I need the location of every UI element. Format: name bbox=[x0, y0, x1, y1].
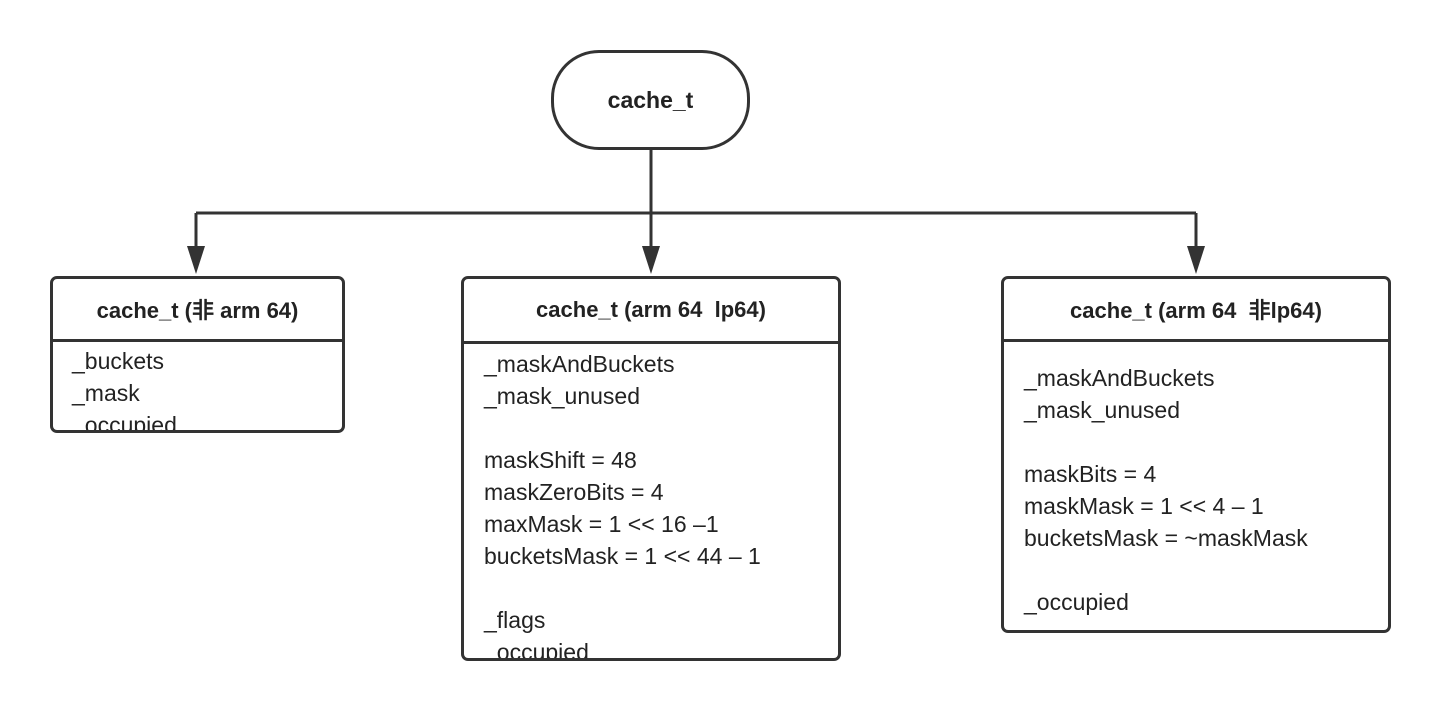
arrowhead-node-b bbox=[642, 246, 660, 274]
arrowhead-node-c bbox=[1187, 246, 1205, 274]
root-node: cache_t bbox=[551, 50, 750, 150]
field-flags: _flags bbox=[484, 607, 546, 633]
node-arm64-non-lp64-fields: _maskAndBuckets _mask_unused maskBits = … bbox=[1004, 342, 1388, 618]
field-occupied: _occupied bbox=[72, 412, 177, 433]
node-non-arm64-title: cache_t (非 arm 64) bbox=[53, 279, 342, 342]
field-mask-zero-bits: maskZeroBits = 4 bbox=[484, 479, 664, 505]
field-occupied: _occupied bbox=[1024, 589, 1129, 615]
node-non-arm64-fields: _buckets _mask _occupied bbox=[53, 342, 342, 433]
field-buckets-mask: bucketsMask = ~maskMask bbox=[1024, 525, 1308, 551]
node-arm64-non-lp64-title: cache_t (arm 64 非lp64) bbox=[1004, 279, 1388, 342]
field-occupied: _occupied bbox=[484, 639, 589, 661]
root-node-label: cache_t bbox=[607, 86, 694, 113]
field-spacer bbox=[484, 572, 838, 604]
field-mask: _mask bbox=[72, 380, 140, 406]
node-arm64-lp64-fields: _maskAndBuckets _mask_unused maskShift =… bbox=[464, 344, 838, 661]
field-mask-bits: maskBits = 4 bbox=[1024, 461, 1157, 487]
field-mask-mask: maskMask = 1 << 4 – 1 bbox=[1024, 493, 1264, 519]
field-spacer bbox=[484, 412, 838, 444]
node-arm64-non-lp64: cache_t (arm 64 非lp64) _maskAndBuckets _… bbox=[1001, 276, 1391, 633]
field-mask-and-buckets: _maskAndBuckets bbox=[484, 351, 675, 377]
field-mask-unused: _mask_unused bbox=[484, 383, 640, 409]
field-spacer bbox=[1024, 554, 1388, 586]
node-arm64-lp64: cache_t (arm 64 lp64) _maskAndBuckets _m… bbox=[461, 276, 841, 661]
arrowhead-node-a bbox=[187, 246, 205, 274]
field-mask-unused: _mask_unused bbox=[1024, 397, 1180, 423]
node-non-arm64: cache_t (非 arm 64) _buckets _mask _occup… bbox=[50, 276, 345, 433]
field-mask-shift: maskShift = 48 bbox=[484, 447, 637, 473]
node-arm64-lp64-title: cache_t (arm 64 lp64) bbox=[464, 279, 838, 344]
field-buckets-mask: bucketsMask = 1 << 44 – 1 bbox=[484, 543, 761, 569]
field-mask-and-buckets: _maskAndBuckets bbox=[1024, 365, 1215, 391]
field-buckets: _buckets bbox=[72, 348, 165, 374]
field-max-mask: maxMask = 1 << 16 –1 bbox=[484, 511, 719, 537]
field-spacer bbox=[1024, 426, 1388, 458]
